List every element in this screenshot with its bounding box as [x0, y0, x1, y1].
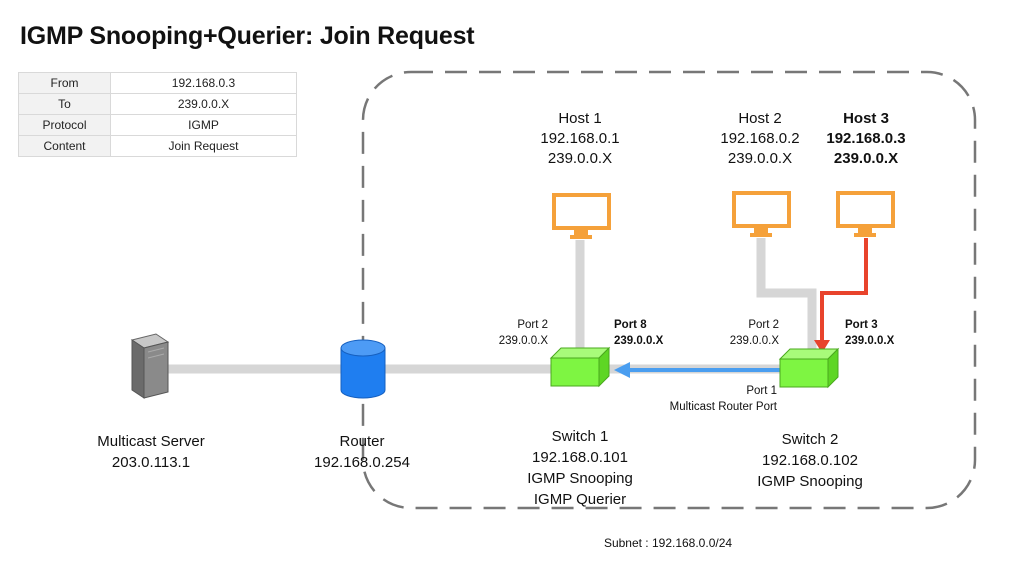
join-request-arrowhead — [814, 340, 830, 353]
switch1-port2-group: 239.0.0.X — [499, 335, 549, 347]
packet-key-to: To — [18, 93, 111, 115]
table-row: From 192.168.0.3 — [18, 72, 297, 94]
switch1-icon — [549, 346, 611, 388]
switch2-icon — [778, 347, 840, 389]
router-name: Router — [339, 433, 384, 450]
switch1-ip: 192.168.0.101 — [532, 449, 628, 466]
host2-group: 239.0.0.X — [728, 150, 792, 167]
host2-icon — [732, 191, 791, 237]
query-path-arrowhead — [614, 362, 630, 378]
switch2-ip: 192.168.0.102 — [762, 452, 858, 469]
host1-ip: 192.168.0.1 — [540, 130, 619, 147]
packet-key-from: From — [18, 72, 111, 94]
server-ip: 203.0.113.1 — [112, 454, 190, 471]
server-icon — [130, 333, 170, 399]
router-ip: 192.168.0.254 — [314, 454, 410, 471]
table-row: Content Join Request — [18, 135, 297, 157]
switch1-role-querier: IGMP Querier — [534, 491, 626, 508]
host3-icon — [836, 191, 895, 237]
switch2-port3-group: 239.0.0.X — [845, 335, 895, 347]
packet-value-protocol: IGMP — [110, 114, 297, 136]
switch2-port1-desc: Multicast Router Port — [670, 401, 778, 413]
join-request-path — [820, 238, 868, 345]
switch1-port8-label: Port 8 — [614, 319, 647, 331]
cable-host2-switch2 — [756, 238, 817, 350]
cables — [168, 238, 817, 374]
switch1-role-snooping: IGMP Snooping — [527, 470, 633, 487]
table-row: To 239.0.0.X — [18, 93, 297, 115]
host1-icon — [552, 193, 611, 239]
switch2-role-snooping: IGMP Snooping — [757, 473, 863, 490]
packet-key-protocol: Protocol — [18, 114, 111, 136]
switch2-port1-label: Port 1 — [746, 385, 777, 397]
host1-name: Host 1 — [558, 110, 601, 127]
packet-key-content: Content — [18, 135, 111, 157]
packet-value-content: Join Request — [110, 135, 297, 157]
switch2-port3-label: Port 3 — [845, 319, 878, 331]
switch2-name: Switch 2 — [782, 431, 839, 448]
router-icon — [340, 339, 386, 399]
host2-ip: 192.168.0.2 — [720, 130, 799, 147]
packet-info-table: From 192.168.0.3 To 239.0.0.X Protocol I… — [18, 72, 297, 157]
switch1-name: Switch 1 — [552, 428, 609, 445]
host3-name: Host 3 — [843, 110, 889, 127]
host2-name: Host 2 — [738, 110, 781, 127]
server-name: Multicast Server — [97, 433, 205, 450]
host3-ip: 192.168.0.3 — [826, 130, 905, 147]
host3-group: 239.0.0.X — [834, 150, 898, 167]
packet-value-from: 192.168.0.3 — [110, 72, 297, 94]
switch2-port2-group: 239.0.0.X — [730, 335, 780, 347]
switch2-port2-label: Port 2 — [748, 319, 779, 331]
packet-value-to: 239.0.0.X — [110, 93, 297, 115]
subnet-boundary — [361, 70, 977, 510]
table-row: Protocol IGMP — [18, 114, 297, 136]
subnet-label: Subnet : 192.168.0.0/24 — [604, 536, 732, 550]
switch1-port2-label: Port 2 — [517, 319, 548, 331]
host1-group: 239.0.0.X — [548, 150, 612, 167]
page-title: IGMP Snooping+Querier: Join Request — [20, 22, 475, 50]
switch1-port8-group: 239.0.0.X — [614, 335, 664, 347]
